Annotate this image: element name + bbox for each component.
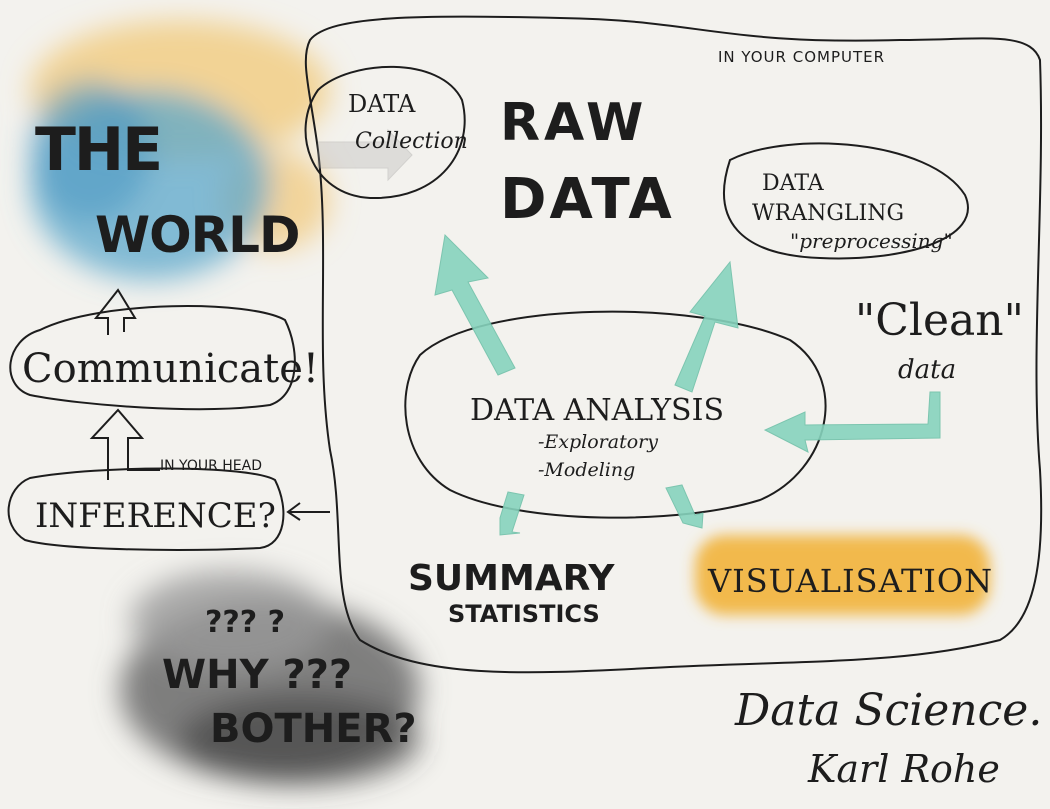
data-analysis-modeling: -Modeling bbox=[538, 459, 635, 481]
data-wrangling-label-line3: "preprocessing" bbox=[790, 229, 953, 253]
world-watercolor bbox=[30, 20, 330, 280]
communicate-bubble bbox=[9, 305, 296, 411]
arrow-analysis-summary bbox=[499, 491, 525, 536]
inference-bubble bbox=[7, 467, 285, 551]
data-collection-label-line1: DATA bbox=[348, 90, 416, 118]
data-analysis-label: DATA ANALYSIS bbox=[470, 393, 724, 428]
arrow-world-to-collection bbox=[317, 128, 413, 182]
world-label-line1: THE bbox=[35, 115, 161, 185]
summary-statistics-line2: STATISTICS bbox=[448, 600, 600, 628]
visualisation-highlight bbox=[695, 535, 990, 615]
raw-data-label-line2: DATA bbox=[500, 167, 675, 232]
arrow-communicate-to-world bbox=[93, 288, 137, 335]
why-bother-line1: WHY ??? bbox=[162, 652, 352, 698]
data-collection-label-line2: Collection bbox=[355, 129, 468, 154]
why-bother-questions: ??? ? bbox=[205, 605, 285, 640]
clean-data-label-line2: data bbox=[898, 355, 956, 385]
computer-region-outline bbox=[304, 15, 1043, 674]
world-label-line2: WORLD bbox=[95, 206, 300, 264]
data-wrangling-label-line1: DATA bbox=[762, 171, 825, 196]
why-bother-cloud bbox=[120, 570, 420, 785]
clean-data-label-line1: "Clean" bbox=[855, 295, 1024, 346]
arrow-analysis-visualisation bbox=[665, 484, 704, 529]
communicate-label: Communicate! bbox=[22, 346, 319, 392]
signature-title: Data Science. bbox=[734, 685, 1042, 736]
teal-arrows bbox=[317, 128, 941, 536]
data-wrangling-ellipse bbox=[723, 142, 969, 260]
arrow-clean-to-analysis bbox=[763, 391, 941, 453]
summary-statistics-line1: SUMMARY bbox=[408, 558, 615, 599]
arrow-analysis-to-wrangling bbox=[674, 260, 739, 393]
inference-label: INFERENCE? bbox=[35, 496, 276, 536]
visualisation-label: VISUALISATION bbox=[707, 562, 993, 600]
data-wrangling-label-line2: WRANGLING bbox=[752, 201, 904, 226]
arrow-analysis-to-inference bbox=[286, 502, 330, 521]
data-analysis-ellipse bbox=[404, 310, 827, 519]
arrow-analysis-to-raw-data bbox=[434, 233, 516, 376]
head-region-label: IN YOUR HEAD bbox=[160, 458, 262, 474]
raw-data-label-line1: RAW bbox=[500, 93, 647, 153]
signature-author: Karl Rohe bbox=[807, 747, 1000, 791]
computer-region-label: IN YOUR COMPUTER bbox=[718, 48, 885, 66]
data-collection-ellipse bbox=[304, 65, 466, 200]
arrow-inference-to-communicate bbox=[89, 408, 160, 480]
why-bother-line2: BOTHER? bbox=[210, 706, 417, 752]
ink-arrows bbox=[89, 288, 330, 521]
data-analysis-exploratory: -Exploratory bbox=[538, 431, 658, 453]
